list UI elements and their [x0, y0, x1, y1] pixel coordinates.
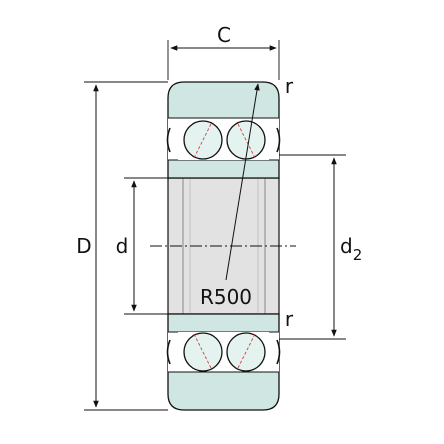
label-radius-bottom: r	[285, 307, 294, 331]
label-r500: R500	[200, 285, 252, 309]
label-c: C	[217, 23, 231, 47]
label-d2: d2	[340, 234, 362, 264]
label-outer-diameter: D	[76, 234, 91, 258]
label-d2-base: d	[340, 234, 353, 258]
dimension-d2	[279, 154, 346, 340]
dimension-d-bore	[124, 177, 168, 315]
dimension-d-outer	[84, 81, 168, 411]
label-bore-diameter: d	[116, 234, 129, 258]
top-balls	[183, 120, 266, 160]
label-d2-sub: 2	[353, 246, 363, 264]
r500-leader	[225, 83, 260, 281]
label-radius-top: r	[285, 74, 294, 98]
bottom-balls	[183, 332, 266, 372]
dimension-c	[167, 40, 280, 80]
